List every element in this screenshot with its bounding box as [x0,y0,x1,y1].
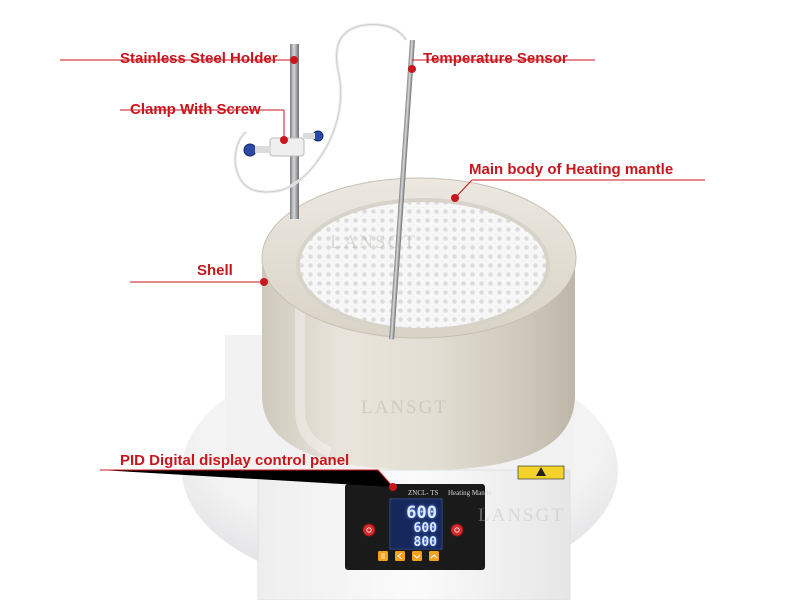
callout-dot-holder [290,56,298,64]
warning-icon [536,467,546,476]
clamp-arm [255,146,271,153]
callout-dot-sensor [408,65,416,73]
sensor-cable-edge [234,24,407,193]
lcd-backlight [391,500,441,548]
stop-button[interactable] [450,523,464,537]
left-button[interactable] [395,551,405,561]
power-icon [366,527,372,533]
holder-rod [290,44,299,219]
arrow-down-icon [413,554,421,559]
lcd-main-temperature: 600 [406,503,437,523]
label-control-panel: PID Digital display control panel [120,452,350,469]
callout-dot-clamp [280,136,288,144]
lcd-set-temperature: 600 [413,521,437,536]
callout-dot-shell [260,278,268,286]
label-clamp-with-screw: Clamp With Screw [130,101,261,118]
label-temperature-sensor: Temperature Sensor [423,50,568,67]
arrow-up-icon [430,554,438,559]
watermark: LANSGT [478,505,565,526]
callout-dot-panel [389,483,397,491]
panel-model: ZNCL- TS [408,489,439,497]
lcd-screen [389,498,443,550]
label-main-body: Main body of Heating mantle [469,161,674,178]
label-shell: Shell [197,262,233,279]
watermark: LANSGT [330,232,417,253]
arrow-left-icon [397,552,403,560]
power-icon [454,527,460,533]
clamp-arm [303,133,315,139]
watermark: LANSGT [361,397,448,418]
temperature-probe [389,39,415,340]
label-stainless-steel-holder: Stainless Steel Holder [120,50,278,67]
callout-dot-body [451,194,459,202]
shell-highlight [295,280,333,457]
clamp-screw [243,143,257,157]
down-button[interactable] [412,551,422,561]
menu-icon [381,553,385,559]
up-button[interactable] [429,551,439,561]
panel-name: Heating Mantle [448,489,492,497]
lcd-timer: 800 [413,535,437,550]
heating-mesh [298,200,548,330]
callout-line-panel [100,469,394,488]
start-button[interactable] [362,523,376,537]
heating-mesh-shadow [296,198,550,332]
callout-line-body-down [454,179,473,199]
